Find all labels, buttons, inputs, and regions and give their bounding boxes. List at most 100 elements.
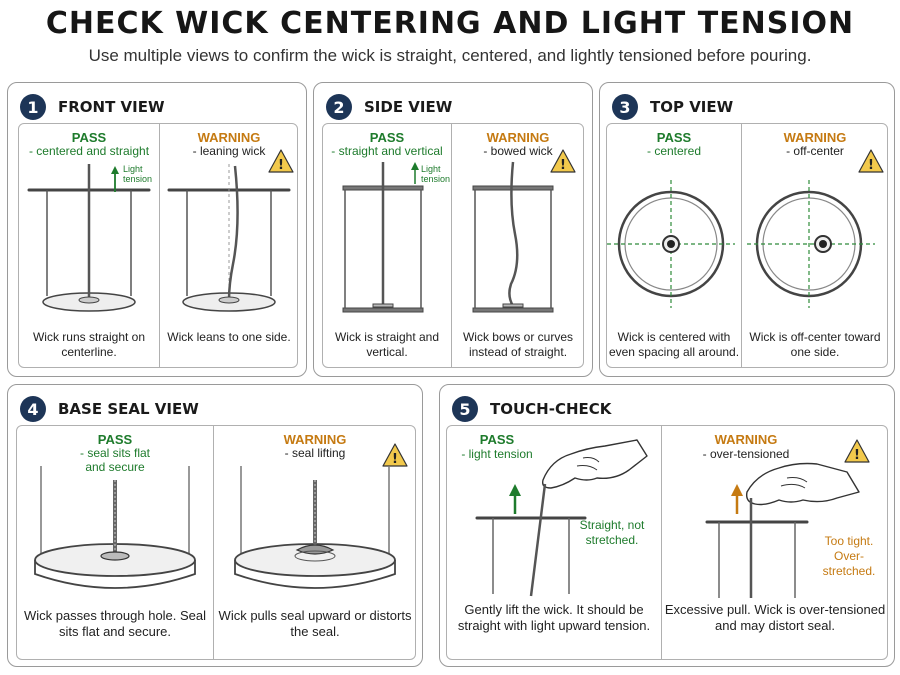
jar-front-pass-illustration	[27, 164, 151, 312]
warning-caption: Wick leans to one side.	[167, 330, 291, 344]
warning-side: WARNING - seal lifting ! Wick pulls seal…	[213, 426, 415, 659]
warning-sublabel: - over-tensioned	[702, 447, 790, 461]
pass-sublabel: - seal sits flat and secure	[79, 446, 151, 474]
touch-warning-illustration: !	[705, 439, 870, 598]
step-number-badge: 1	[20, 94, 46, 120]
pass-side: PASS - straight and vertical Light tensi…	[323, 124, 451, 367]
svg-text:!: !	[560, 158, 566, 173]
warning-sublabel: - bowed wick	[483, 144, 553, 158]
panel-divider	[741, 124, 742, 367]
step-number-badge: 3	[612, 94, 638, 120]
comparison-panel: PASS - light tension Straight, not stret…	[446, 425, 888, 660]
svg-text:!: !	[868, 158, 874, 173]
warning-note: Too tight. Over-stretched.	[822, 534, 876, 578]
svg-text:!: !	[278, 158, 284, 173]
card-title: BASE SEAL VIEW	[58, 400, 199, 418]
step-number-badge: 4	[20, 396, 46, 422]
pass-sublabel: - straight and vertical	[331, 144, 443, 158]
pass-caption: Wick is straight and vertical.	[334, 330, 440, 359]
warning-triangle-icon: !	[858, 149, 884, 173]
hand-icon	[745, 462, 860, 506]
warning-caption: Wick bows or curves instead of straight.	[462, 330, 574, 359]
pass-side: PASS - light tension Straight, not stret…	[447, 426, 661, 659]
pass-label: PASS	[369, 130, 405, 145]
card-title: TOUCH-CHECK	[490, 400, 612, 418]
warning-label: WARNING	[197, 130, 261, 145]
up-arrow-icon	[731, 484, 743, 514]
jar-side-warning-illustration: !	[472, 149, 576, 313]
warning-triangle-icon: !	[550, 149, 576, 173]
card-title: TOP VIEW	[650, 98, 734, 116]
card-header: 5 TOUCH-CHECK	[452, 395, 611, 423]
base-seal-warning-illustration: !	[234, 443, 408, 589]
tension-note: Light tension	[421, 164, 451, 184]
up-arrow-icon	[111, 166, 119, 192]
card-title: SIDE VIEW	[364, 98, 453, 116]
warning-triangle-icon: !	[382, 443, 408, 467]
pass-side: PASS - seal sits flat and secure Wick pa…	[17, 426, 213, 659]
pass-label: PASS	[479, 432, 515, 447]
panel-divider	[213, 426, 214, 659]
page-subtitle: Use multiple views to confirm the wick i…	[88, 46, 812, 65]
comparison-panel: PASS - seal sits flat and secure Wick pa…	[16, 425, 416, 660]
comparison-panel: PASS - centered Wick is centered with ev…	[606, 123, 888, 368]
warning-sublabel: - leaning wick	[192, 144, 266, 158]
pass-label: PASS	[656, 130, 692, 145]
card-top-view: 3 TOP VIEW PASS - centered Wick is cente…	[599, 82, 895, 377]
pass-sublabel: - light tension	[461, 447, 533, 461]
warning-triangle-icon: !	[268, 149, 294, 173]
warning-sublabel: - seal lifting	[284, 446, 346, 460]
warning-side: WARNING - leaning wick ! Wick leans to o…	[159, 124, 297, 367]
card-touch-check: 5 TOUCH-CHECK PASS - light tension Strai…	[439, 384, 895, 667]
pass-label: PASS	[97, 432, 133, 447]
warning-label: WARNING	[486, 130, 550, 145]
comparison-panel: PASS - centered and straight Light tensi…	[18, 123, 298, 368]
warning-label: WARNING	[714, 432, 778, 447]
jar-front-warning-illustration: !	[167, 149, 294, 312]
up-arrow-icon	[411, 162, 419, 184]
warning-label: WARNING	[283, 432, 347, 447]
base-seal-pass-illustration	[34, 466, 196, 589]
comparison-panel: PASS - straight and vertical Light tensi…	[322, 123, 584, 368]
tension-note: Light tension	[123, 164, 153, 184]
pass-caption: Wick passes through hole. Seal sits flat…	[23, 608, 207, 639]
warning-triangle-icon: !	[844, 439, 870, 463]
warning-side: WARNING - off-center ! Wick is off-cente…	[741, 124, 887, 367]
panel-divider	[159, 124, 160, 367]
step-number-badge: 2	[326, 94, 352, 120]
panel-divider	[661, 426, 662, 659]
pass-side: PASS - centered Wick is centered with ev…	[607, 124, 741, 367]
warning-side: WARNING - bowed wick ! Wick bows or curv…	[451, 124, 583, 367]
panel-divider	[451, 124, 452, 367]
warning-label: WARNING	[783, 130, 847, 145]
touch-pass-illustration	[475, 439, 648, 597]
jar-top-pass-illustration	[607, 180, 735, 308]
svg-text:!: !	[392, 452, 398, 467]
pass-note: Straight, not stretched.	[579, 518, 645, 547]
warning-caption: Wick is off-center toward one side.	[749, 330, 881, 359]
pass-side: PASS - centered and straight Light tensi…	[19, 124, 159, 367]
warning-caption: Excessive pull. Wick is over-tensioned a…	[664, 602, 886, 633]
pass-sublabel: - centered and straight	[28, 144, 150, 158]
step-number-badge: 5	[452, 396, 478, 422]
svg-text:!: !	[854, 448, 860, 463]
card-header: 2 SIDE VIEW	[326, 93, 452, 121]
hand-icon	[541, 439, 648, 489]
pass-label: PASS	[71, 130, 107, 145]
card-side-view: 2 SIDE VIEW PASS - straight and vertical…	[313, 82, 593, 377]
card-header: 3 TOP VIEW	[612, 93, 733, 121]
pass-caption: Wick is centered with even spacing all a…	[608, 330, 740, 359]
pass-caption: Gently lift the wick. It should be strai…	[457, 602, 651, 633]
card-front-view: 1 FRONT VIEW PASS - centered and straigh…	[7, 82, 307, 377]
card-header: 1 FRONT VIEW	[20, 93, 165, 121]
warning-sublabel: - off-center	[786, 144, 844, 158]
warning-caption: Wick pulls seal upward or distorts the s…	[218, 608, 412, 639]
page-title: CHECK WICK CENTERING AND LIGHT TENSION	[45, 6, 855, 41]
jar-side-pass-illustration	[342, 162, 424, 313]
jar-top-warning-illustration: !	[747, 149, 884, 308]
card-base-seal-view: 4 BASE SEAL VIEW PASS - seal sits flat a…	[7, 384, 423, 667]
card-header: 4 BASE SEAL VIEW	[20, 395, 199, 423]
card-title: FRONT VIEW	[58, 98, 165, 116]
pass-sublabel: - centered	[646, 144, 702, 158]
pass-caption: Wick runs straight on centerline.	[32, 330, 146, 359]
